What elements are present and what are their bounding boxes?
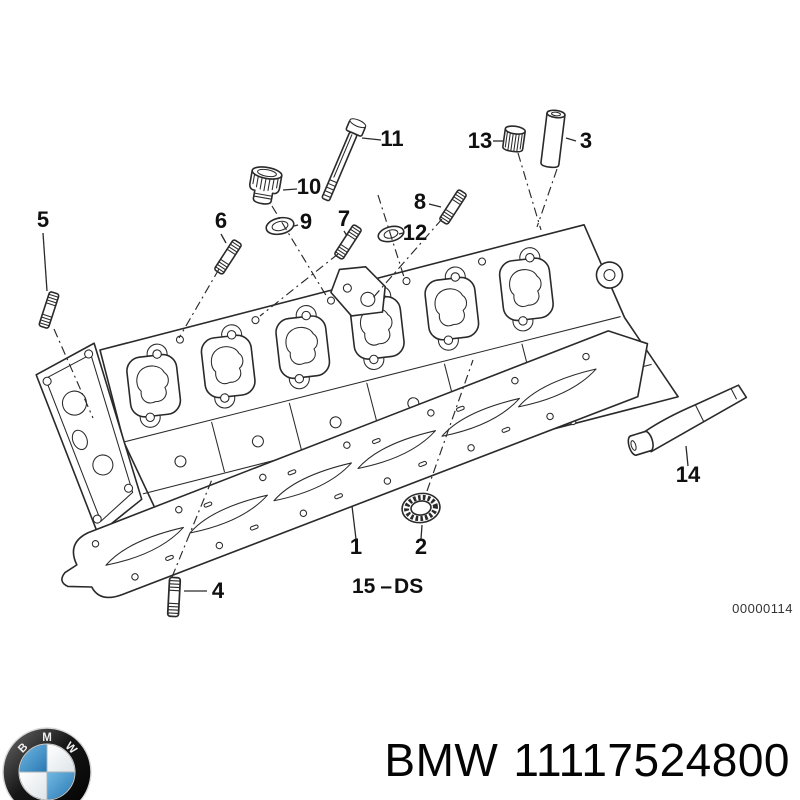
part-13-plug xyxy=(502,125,526,153)
part-4-stud xyxy=(166,576,182,618)
callout-7: 7 xyxy=(338,206,350,231)
brand-text: BMW xyxy=(384,734,499,786)
callout-13: 13 xyxy=(468,128,492,153)
callout-11: 11 xyxy=(380,126,403,151)
part-3-valve-guide xyxy=(540,109,566,169)
part-1-head-gasket xyxy=(61,330,649,599)
callout-15-variant: 15–DS xyxy=(352,575,423,598)
callout-12: 12 xyxy=(403,220,427,245)
drawing-number: 00000114 xyxy=(732,601,793,616)
part-title: BMW 11117524800 xyxy=(384,737,790,783)
part-2-seal-ring xyxy=(401,492,441,524)
part-10-screw-plug xyxy=(249,166,283,205)
part-14-sealant-tube xyxy=(627,384,748,456)
logo-quadrants xyxy=(18,743,76,800)
callout-3: 3 xyxy=(580,128,592,153)
head-bracket-boss xyxy=(330,266,387,317)
gasket-bolt-holes xyxy=(91,352,590,581)
callout-9: 9 xyxy=(300,209,312,234)
callout-2: 2 xyxy=(415,534,427,559)
exploded-view-drawing: 1 2 3 4 5 6 7 8 9 10 11 12 13 14 15–DS 0… xyxy=(35,109,793,618)
part-number-text: 11117524800 xyxy=(513,734,790,786)
logo-letters: B M W xyxy=(16,732,79,756)
variant-code: DS xyxy=(394,575,423,598)
part-8-stud xyxy=(438,188,468,226)
part-9-gasket-ring xyxy=(265,216,295,236)
parts-diagram: 1 2 3 4 5 6 7 8 9 10 11 12 13 14 15–DS 0… xyxy=(35,109,793,618)
callout-4: 4 xyxy=(212,578,225,603)
part-5-stud xyxy=(37,290,61,330)
logo-letter-m: M xyxy=(42,732,52,744)
callout-8: 8 xyxy=(414,189,426,214)
bmw-logo: B M W xyxy=(2,727,92,800)
callout-1: 1 xyxy=(350,534,362,559)
part-11-bolt xyxy=(321,118,367,202)
leader-lines xyxy=(42,137,689,592)
callouts: 1 2 3 4 5 6 7 8 9 10 11 12 13 14 15–DS xyxy=(37,126,701,603)
timing-end-gasket xyxy=(35,342,143,536)
gasket-slots xyxy=(165,405,511,561)
callout-14: 14 xyxy=(676,462,701,487)
callout-6: 6 xyxy=(215,208,227,233)
callout-5: 5 xyxy=(37,207,49,232)
variant-separator: – xyxy=(380,575,392,598)
callout-10: 10 xyxy=(297,174,321,199)
variant-number: 15 xyxy=(352,575,376,598)
cylinder-head xyxy=(35,224,679,536)
